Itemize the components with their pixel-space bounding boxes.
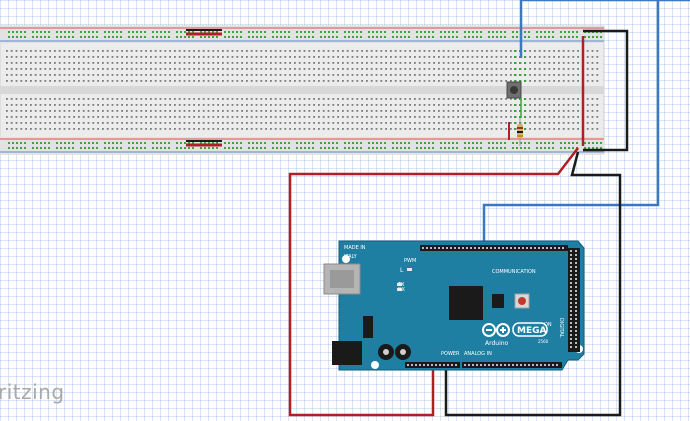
power-label: POWER <box>441 351 460 357</box>
blue-wire-arduino[interactable] <box>482 0 660 247</box>
on-label: ON <box>544 322 552 328</box>
resistor[interactable] <box>517 118 523 146</box>
center-channel <box>0 86 604 94</box>
arduino-mega-board[interactable]: MADE IN ITALY PWM COMMUNICATION L TX RX … <box>323 240 585 371</box>
rx-label: RX <box>398 287 405 293</box>
header-pins <box>407 247 577 366</box>
fritzing-watermark: ritzing <box>0 380 65 404</box>
brand-name: Arduino <box>485 340 509 347</box>
made-in-line1: MADE IN <box>344 245 366 251</box>
breadboard-holes <box>6 31 602 149</box>
pwm-label: PWM <box>404 258 416 264</box>
microcontroller-chip <box>449 286 483 320</box>
board-name: MEGA <box>517 326 546 336</box>
black-wire-top-rail[interactable] <box>583 29 629 152</box>
red-wire-power[interactable] <box>288 147 579 417</box>
black-wire-gnd[interactable] <box>444 151 622 417</box>
tx-label: TX <box>397 282 405 288</box>
analog-in-label: ANALOG IN <box>464 351 492 357</box>
top-power-rail <box>0 26 604 43</box>
breadboard[interactable] <box>0 25 605 155</box>
right-header <box>568 248 580 352</box>
dc-jack <box>332 341 362 365</box>
arduino-logo <box>482 323 510 337</box>
bottom-power-rail <box>0 137 604 154</box>
digital-label: DIGITAL <box>558 318 564 338</box>
made-in-line2: ITALY <box>344 254 358 260</box>
communication-label: COMMUNICATION <box>492 269 536 275</box>
board-suffix: 2560 <box>538 339 549 344</box>
push-button[interactable] <box>506 81 522 99</box>
mega-badge <box>512 322 548 337</box>
blue-wire-top[interactable] <box>519 0 690 58</box>
l-label: L <box>400 267 404 274</box>
